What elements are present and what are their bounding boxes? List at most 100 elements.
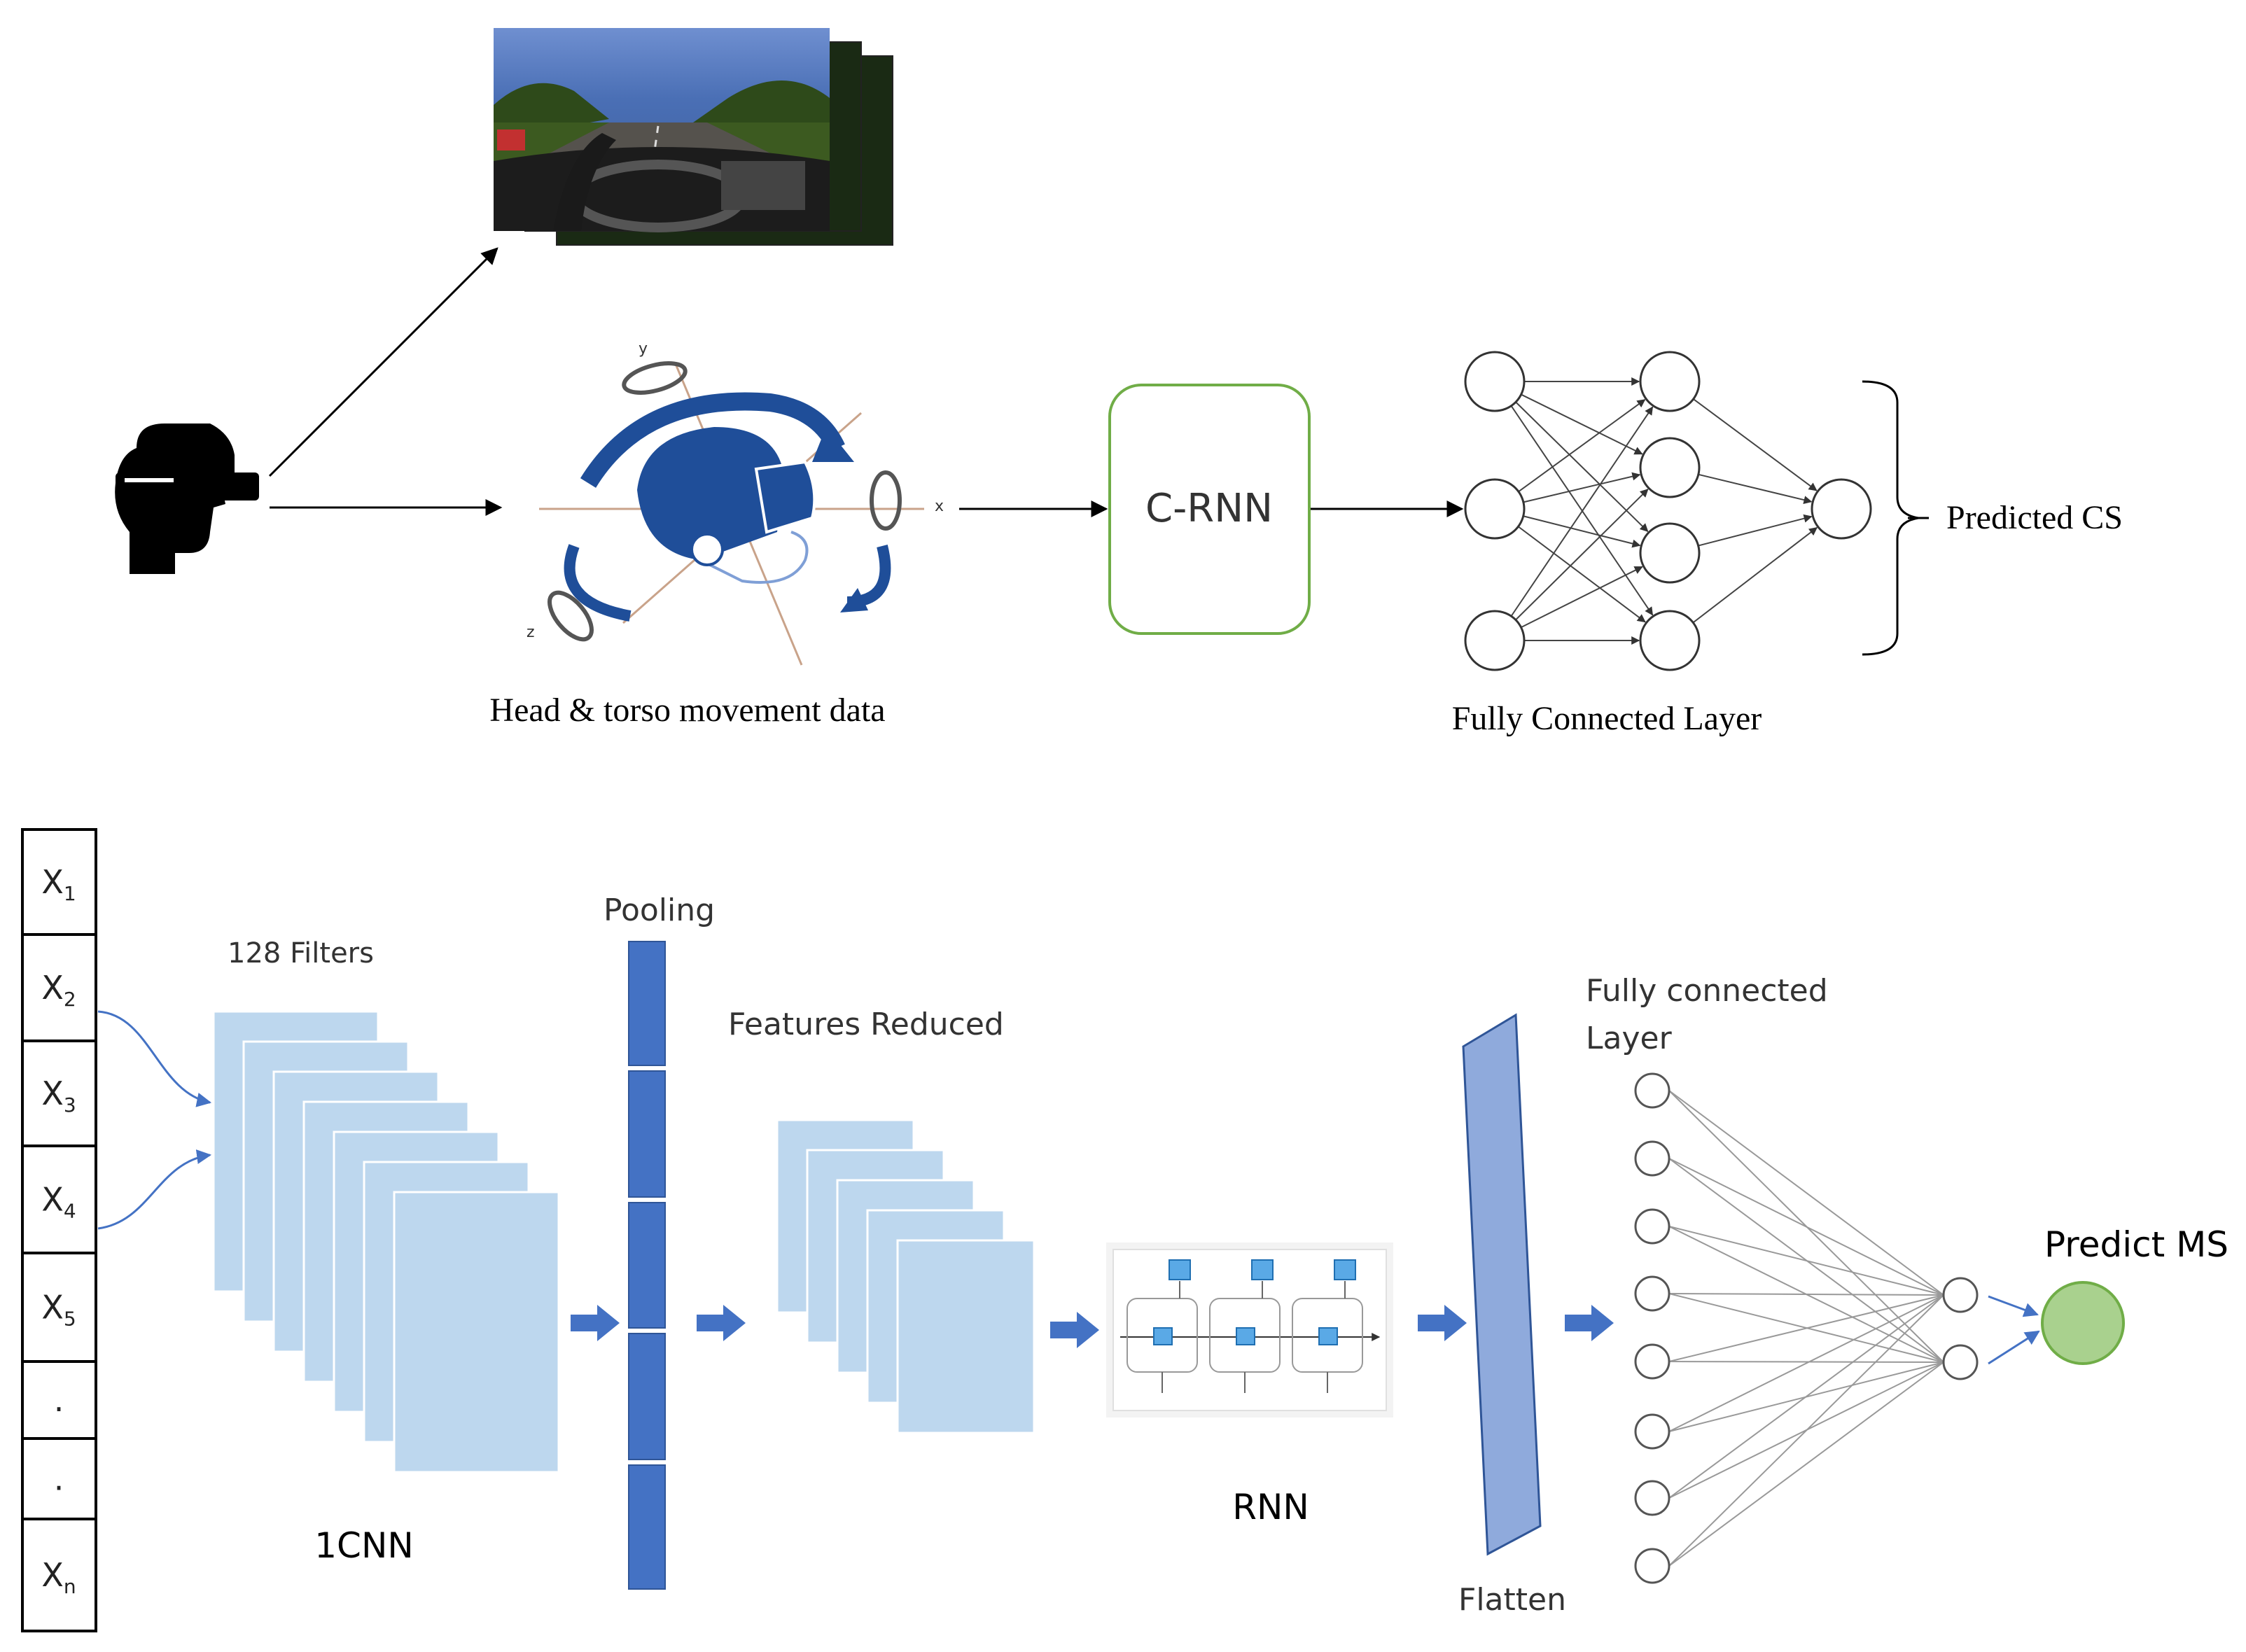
bottom-net-output-node xyxy=(1942,1344,1979,1380)
pooling-segment xyxy=(628,1333,666,1460)
top-net-edge xyxy=(1510,406,1654,617)
pooling-segment xyxy=(628,1070,666,1198)
arrow-x2-to-filters xyxy=(97,1010,212,1107)
input-label: X4 xyxy=(41,1181,76,1223)
bottom-net-input-node xyxy=(1634,1275,1670,1312)
top-net-edge xyxy=(1523,515,1641,548)
crnn-block: C-RNN xyxy=(1108,384,1311,635)
top-net-node xyxy=(1639,351,1701,412)
top-net-edge xyxy=(1521,393,1643,455)
input-cell: X1 xyxy=(21,828,97,936)
axis-y-label: y xyxy=(639,340,648,358)
bottom-net-edge xyxy=(1668,1294,1944,1567)
vr-headset-head-icon xyxy=(115,424,259,574)
top-net-edge xyxy=(1523,472,1641,503)
predict-ms-label: Predict MS xyxy=(2044,1224,2228,1265)
filters-label: 128 Filters xyxy=(228,937,374,969)
arrow-head-to-simulator xyxy=(268,247,498,477)
bottom-net-input-node xyxy=(1634,1343,1670,1380)
bottom-net-input-node xyxy=(1634,1072,1670,1109)
top-fully-connected-network xyxy=(1464,351,1872,671)
input-cell: X4 xyxy=(21,1144,97,1254)
input-cell: . xyxy=(21,1360,97,1440)
bottom-net-edge xyxy=(1668,1294,1944,1499)
input-label: X2 xyxy=(41,969,76,1011)
driving-simulator-image xyxy=(494,28,893,246)
rnn-unit xyxy=(1292,1259,1363,1393)
top-net-edge xyxy=(1698,473,1813,505)
rnn-cell-diagram xyxy=(1106,1242,1393,1418)
block-arrow xyxy=(1565,1305,1614,1341)
top-net-edge xyxy=(1693,398,1818,491)
bottom-net-input-node xyxy=(1634,1480,1670,1516)
pooling-label: Pooling xyxy=(604,892,715,928)
flatten-label: Flatten xyxy=(1458,1582,1566,1618)
input-cell: X5 xyxy=(21,1252,97,1363)
bottom-net-input-node xyxy=(1634,1548,1670,1584)
top-net-edge xyxy=(1521,566,1643,629)
rnn-unit xyxy=(1127,1259,1198,1393)
rnn-unit xyxy=(1209,1259,1281,1393)
block-arrow xyxy=(1418,1305,1467,1341)
top-net-node xyxy=(1464,610,1526,671)
features-reduced-label: Features Reduced xyxy=(728,1007,1004,1042)
block-arrow xyxy=(571,1305,620,1341)
top-net-node xyxy=(1464,478,1526,540)
bottom-net-input-node xyxy=(1634,1413,1670,1450)
bottom-net-input-node xyxy=(1634,1140,1670,1177)
top-net-edge xyxy=(1515,489,1649,621)
axis-z-label: z xyxy=(526,624,535,641)
pooling-segment xyxy=(628,1464,666,1590)
top-net-edge xyxy=(1698,514,1813,547)
top-net-edge xyxy=(1517,526,1646,623)
pooling-segment xyxy=(628,1202,666,1329)
features-reduced-stack xyxy=(776,1119,1035,1434)
top-net-node xyxy=(1639,437,1701,498)
input-label: . xyxy=(54,1381,64,1419)
predict-ms-node xyxy=(2041,1281,2125,1365)
bottom-fc-label-line1: Fully connected xyxy=(1586,973,1828,1009)
cnn-label: 1CNN xyxy=(314,1525,414,1566)
top-net-node xyxy=(1464,351,1526,412)
block-arrow xyxy=(1050,1312,1099,1348)
top-net-node xyxy=(1811,478,1872,540)
top-fc-caption: Fully Connected Layer xyxy=(1452,700,1762,737)
bottom-net-input-node xyxy=(1634,1208,1670,1245)
bottom-net-edge xyxy=(1668,1362,1944,1567)
pooling-segment xyxy=(628,941,666,1066)
head-movement-illustration: y x z xyxy=(526,340,944,666)
arrow-node1-to-predict xyxy=(1988,1295,2039,1317)
arrow-x4-to-filters xyxy=(97,1149,212,1230)
input-label: X5 xyxy=(41,1289,76,1331)
arrow-node2-to-predict xyxy=(1988,1330,2040,1365)
input-label: . xyxy=(54,1460,64,1498)
top-net-edge xyxy=(1518,399,1646,493)
crnn-label: C-RNN xyxy=(1145,486,1273,531)
block-arrows xyxy=(571,1305,1614,1348)
bottom-net-edge xyxy=(1668,1294,1944,1362)
input-cell: Xn xyxy=(21,1518,97,1632)
bottom-net-edge xyxy=(1668,1293,1944,1296)
movement-caption: Head & torso movement data xyxy=(489,692,885,729)
input-label: X3 xyxy=(41,1074,76,1116)
input-cell: X3 xyxy=(21,1040,97,1147)
input-cell: . xyxy=(21,1437,97,1520)
bottom-net-output-node xyxy=(1942,1277,1979,1313)
cnn-filter-stack xyxy=(212,1010,560,1474)
filter-map xyxy=(393,1191,560,1474)
bottom-net-edge xyxy=(1668,1090,1944,1296)
bottom-net-edge xyxy=(1668,1158,1944,1296)
flatten-layer xyxy=(1462,1013,1542,1556)
input-label: X1 xyxy=(41,863,76,905)
input-label: Xn xyxy=(41,1556,76,1598)
top-net-edge xyxy=(1515,401,1649,533)
bottom-net-edge xyxy=(1668,1226,1944,1296)
rnn-label: RNN xyxy=(1232,1487,1309,1527)
bottom-fc-label-line2: Layer xyxy=(1586,1021,1673,1056)
bottom-net-edge xyxy=(1668,1294,1944,1432)
block-arrow xyxy=(697,1305,746,1341)
bottom-fully-connected-network xyxy=(1634,1072,1979,1584)
top-net-node xyxy=(1639,610,1701,671)
